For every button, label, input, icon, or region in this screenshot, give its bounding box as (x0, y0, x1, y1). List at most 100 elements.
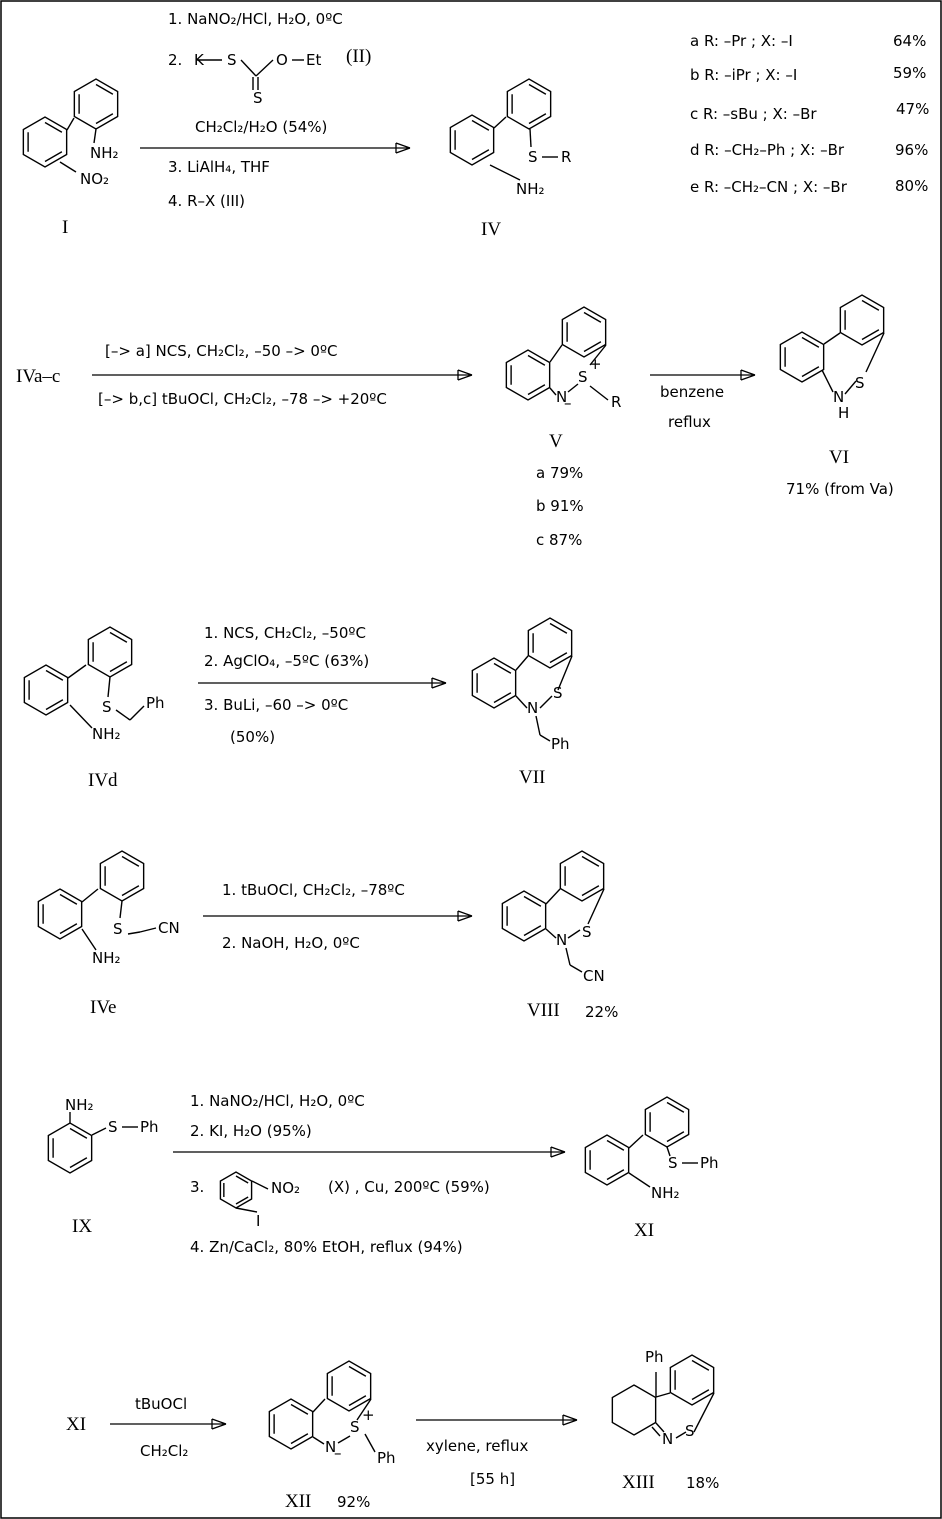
ring-XI-upper (644, 1096, 690, 1148)
bond-n (821, 369, 834, 393)
double-bond (493, 692, 512, 704)
variant-c: c R: –sBu ; X: –Br (690, 105, 817, 123)
ring-IX (47, 1122, 93, 1174)
arrow-head (211, 1423, 227, 1430)
bond-n (549, 387, 557, 396)
bond-s (107, 676, 111, 698)
double-bond (801, 336, 820, 348)
reagent-line-2-prefix: 2. (168, 51, 182, 69)
double-bond (109, 631, 128, 643)
condition-4-1: 1. tBuOCl, CH₂Cl₂, –78ºC (222, 881, 405, 899)
biaryl-bond (655, 1392, 671, 1398)
variant-e-yield: 80% (895, 177, 928, 195)
VII-s: S (553, 684, 563, 702)
reagent-II-et: Et (306, 51, 321, 69)
double-bond (348, 1365, 367, 1377)
condition-benzene: benzene (660, 383, 724, 401)
compound-label-VIII: VIII (527, 1000, 560, 1021)
double-bond (523, 925, 542, 937)
variant-a-yield: 64% (893, 32, 926, 50)
bond-s (557, 655, 573, 691)
VIII-yield: 22% (585, 1003, 618, 1021)
bond-ch2-ph (539, 734, 551, 742)
reagent-line-solvent: CH₂Cl₂/H₂O (54%) (195, 118, 327, 136)
ring-XII-upper (326, 1360, 372, 1412)
bond-ch2-ph (129, 705, 145, 721)
biaryl-bond (628, 1134, 644, 1149)
IVe-s: S (113, 920, 123, 938)
IVe-cn: CN (158, 919, 180, 937)
arrow-head (431, 682, 447, 689)
arrow-head (457, 910, 473, 917)
XI-ph: Ph (700, 1154, 719, 1172)
XII-n: N (325, 1438, 336, 1456)
double-bond (290, 1403, 309, 1415)
condition-tBuOCl: tBuOCl (135, 1395, 187, 1413)
reagent-line-4: 4. R–X (III) (168, 192, 245, 210)
bond-s (589, 344, 607, 366)
bond-n-s (539, 695, 553, 709)
biaryl-bond (493, 116, 507, 129)
condition-bc: [–> b,c] tBuOCl, CH₂Cl₂, –78 –> +20ºC (98, 390, 387, 408)
bond-n-s (337, 1435, 351, 1444)
start-label-XI: XI (66, 1414, 86, 1435)
arrow-head (550, 1151, 566, 1158)
V-s: S (578, 368, 588, 386)
double-bond (583, 341, 602, 353)
VII-ph: Ph (551, 735, 570, 753)
bond-s-ch2 (127, 931, 141, 935)
condition-5-4: 4. Zn/CaCl₂, 80% EtOH, reflux (94%) (190, 1238, 463, 1256)
bond-c-o (255, 59, 274, 77)
double-bond (95, 113, 114, 125)
ring-X (219, 1171, 253, 1209)
condition-5-1: 1. NaNO₂/HCl, H₂O, 0ºC (190, 1092, 365, 1110)
bond-n-s (567, 929, 581, 939)
bond-s (91, 1127, 107, 1136)
double-bond (59, 923, 78, 935)
double-bond (549, 622, 568, 634)
bond-nh2 (69, 704, 93, 729)
ring-VII-upper (527, 617, 573, 669)
condition-3-3: 3. BuLi, –60 –> 0ºC (204, 696, 348, 714)
condition-reflux: reflux (668, 413, 711, 431)
bond-n-s (844, 380, 857, 395)
condition-3-yield: (50%) (230, 728, 275, 746)
reagent-II-thione-s: S (253, 89, 263, 107)
double-bond (861, 299, 880, 311)
ring-VIII-lower (501, 890, 547, 942)
ring-IVe-lower (37, 888, 83, 940)
VIII-s: S (582, 923, 592, 941)
reagent-II-label: (II) (346, 46, 371, 67)
double-bond (348, 1395, 367, 1407)
IVd-ph: Ph (146, 694, 165, 712)
double-bond (235, 1196, 249, 1205)
double-bond (666, 1101, 685, 1113)
bond-layer (22, 59, 885, 1453)
bond-no2 (251, 1180, 269, 1190)
V-n: N (556, 388, 567, 406)
double-bond (45, 669, 64, 681)
bond-s (693, 1392, 715, 1433)
VIII-cn: CN (583, 967, 605, 985)
double-bond (523, 895, 542, 907)
product-nh2: NH₂ (516, 180, 545, 198)
biaryl-bond (823, 332, 841, 345)
double-bond (69, 1127, 88, 1139)
VI-n: N (833, 388, 844, 406)
VI-s: S (855, 374, 865, 392)
biaryl-bond (67, 664, 87, 679)
arrow-head (395, 142, 411, 149)
XII-s: S (350, 1418, 360, 1436)
IVe-nh2: NH₂ (92, 949, 121, 967)
start-label-IVa-c: IVa–c (16, 366, 60, 387)
compound-label-IX: IX (72, 1216, 92, 1237)
double-bond (861, 329, 880, 341)
bond-s (666, 1146, 671, 1157)
bond-s (865, 332, 885, 373)
ring-V-lower (505, 349, 551, 401)
arrow-head (562, 1414, 578, 1421)
double-bond (691, 1389, 710, 1401)
arrow-head (562, 1419, 578, 1426)
ring-VII-lower (471, 657, 517, 709)
compound-label-XII: XII (285, 1491, 311, 1512)
